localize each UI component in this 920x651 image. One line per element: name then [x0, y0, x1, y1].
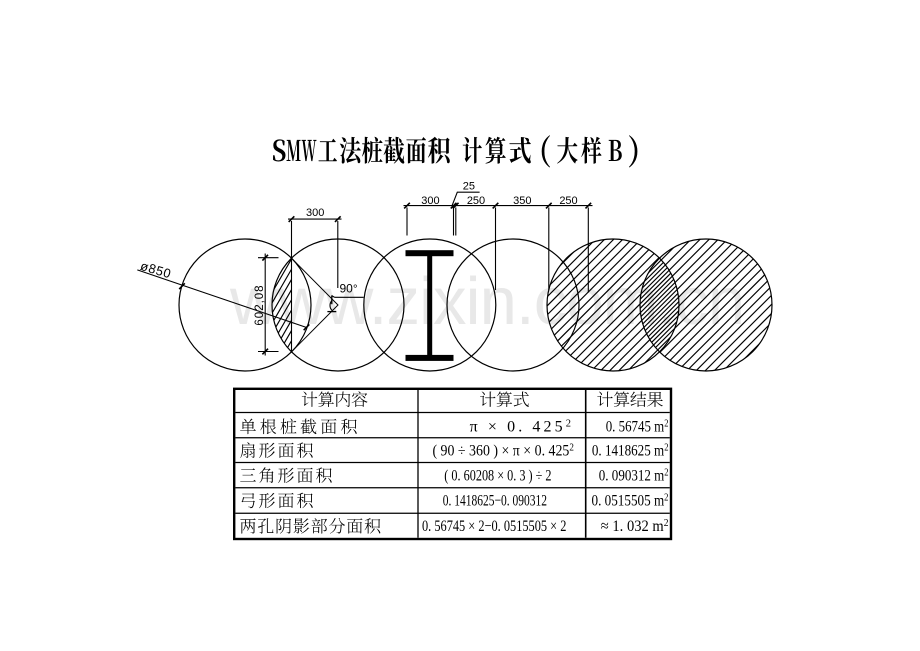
svg-text:0. 1418625 m2: 0. 1418625 m2 [592, 442, 669, 459]
svg-text:0. 1418625−0. 090312: 0. 1418625−0. 090312 [443, 493, 547, 510]
svg-text:0. 56745 m2: 0. 56745 m2 [606, 419, 669, 436]
svg-text:( 0. 60208 × 0. 3 ) ÷ 2: ( 0. 60208 × 0. 3 ) ÷ 2 [444, 467, 551, 484]
svg-text:≈ 1. 032 m2: ≈ 1. 032 m2 [601, 518, 669, 535]
svg-text:300: 300 [306, 207, 324, 219]
svg-text:25: 25 [463, 180, 475, 192]
svg-text:90°: 90° [340, 282, 358, 296]
svg-text:( 90 ÷ 360 ) × π × 0. 4252: ( 90 ÷ 360 ) × π × 0. 4252 [432, 442, 574, 459]
svg-text:300: 300 [421, 195, 439, 207]
svg-text:π × 0. 4252: π × 0. 4252 [470, 419, 571, 436]
svg-text:0. 56745 × 2−0. 0515505 × 2: 0. 56745 × 2−0. 0515505 × 2 [422, 518, 566, 535]
svg-text:350: 350 [513, 195, 531, 207]
svg-text:602,08: 602,08 [254, 284, 266, 325]
svg-text:250: 250 [467, 195, 485, 207]
svg-text:0. 090312 m2: 0. 090312 m2 [599, 467, 669, 484]
svg-text:0. 0515505 m2: 0. 0515505 m2 [592, 493, 669, 510]
svg-text:250: 250 [559, 195, 577, 207]
